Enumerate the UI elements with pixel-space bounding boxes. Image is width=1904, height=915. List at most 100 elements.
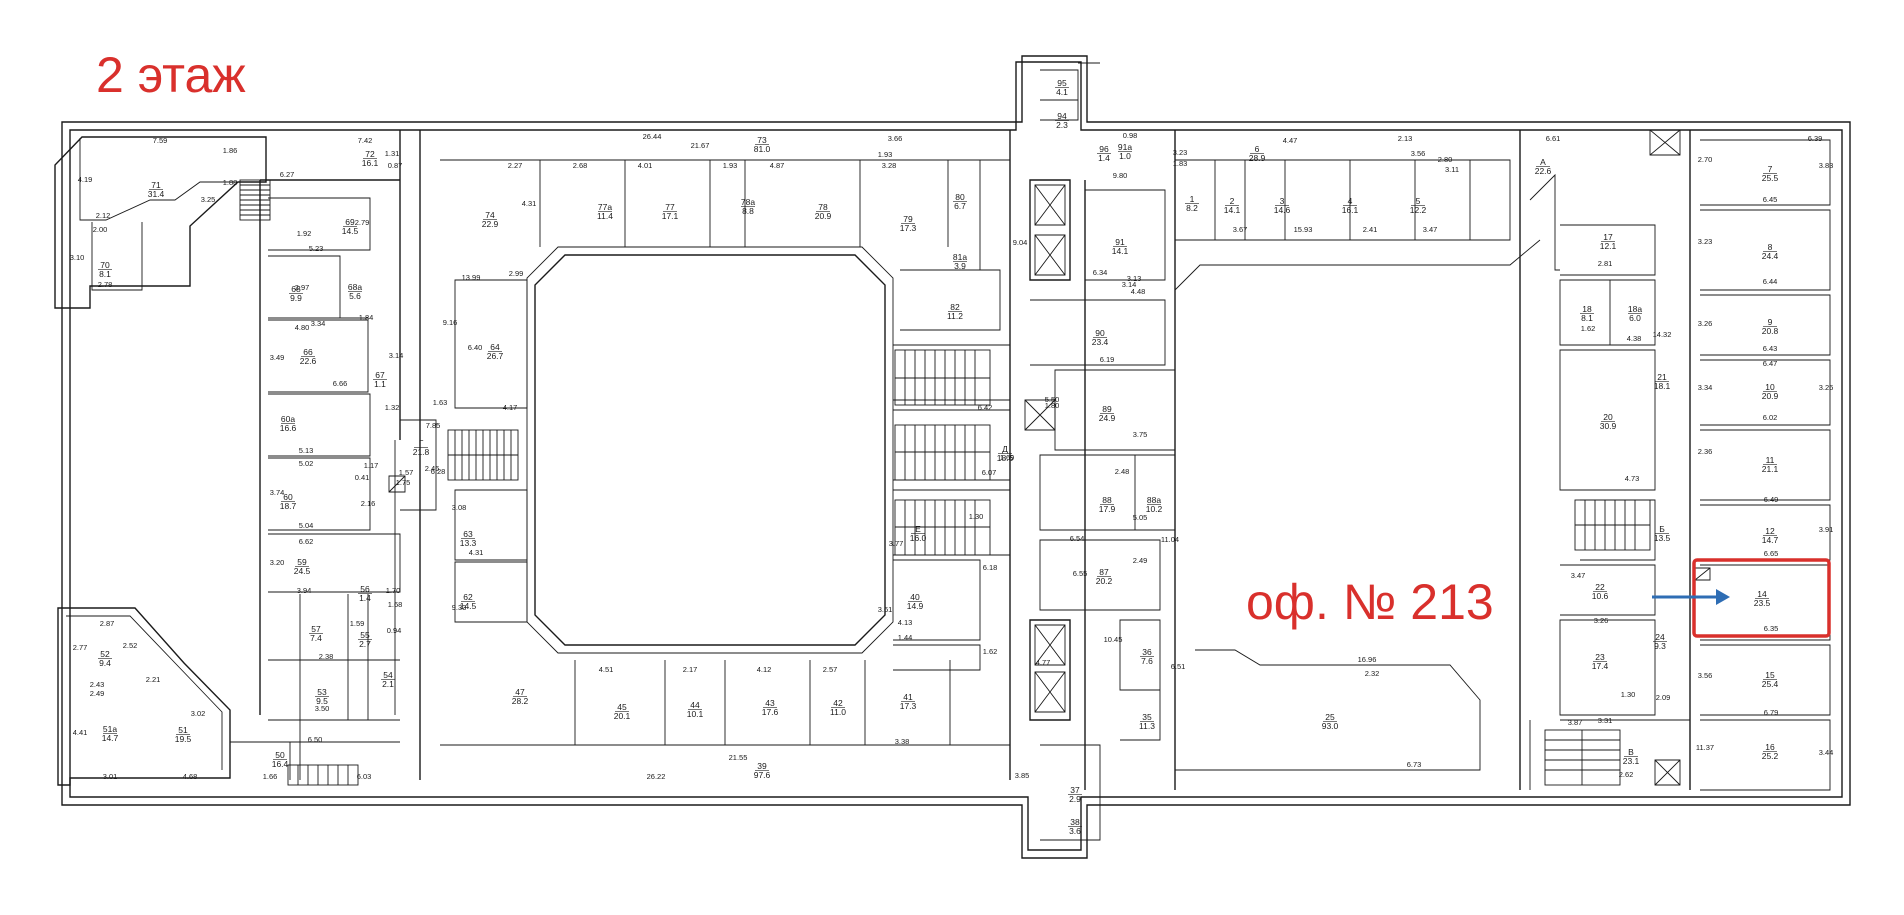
room-area: 9.5 [316,696,328,706]
room-number: 56 [360,584,370,594]
room-area: 17.3 [900,701,917,711]
room-area: 14.1 [1224,205,1241,215]
dimension-label: 2.48 [1115,467,1130,476]
room-number: 57 [311,624,321,634]
dimension-label: 2.36 [1698,447,1713,456]
room-number: 42 [833,698,843,708]
dimension-label: 26.44 [643,132,662,141]
room-area: 2.9 [1069,794,1081,804]
dimension-label: 11.37 [1696,743,1714,752]
dimension-label: 10.45 [1104,635,1123,644]
room-area: 16.1 [362,158,379,168]
room-number: В [1628,747,1634,757]
dimension-label: 2.52 [123,641,138,650]
room-number: 44 [690,700,700,710]
room-number: 59 [297,557,307,567]
room-area: 21.8 [413,447,430,457]
dimension-label: 3.10 [70,253,85,262]
room-area: 14.9 [907,601,924,611]
room-number: 35 [1142,712,1152,722]
dimension-label: 2.13 [1398,134,1413,143]
room-number: 15 [1765,670,1775,680]
room-area: 20.2 [1096,576,1113,586]
dimension-label: 5.05 [1133,513,1148,522]
room-area: 8.1 [99,269,111,279]
dimension-label: 2.97 [295,283,310,292]
dimension-label: 2.62 [1619,770,1634,779]
room-area: 17.1 [662,211,679,221]
dimension-label: 3.83 [1819,161,1834,170]
floor-title: 2 этаж [96,47,246,103]
room-area: 8.2 [1186,203,1198,213]
dimension-label: 2.12 [96,211,111,220]
room-area: 11.3 [1139,721,1155,731]
room-number: 1 [1190,194,1195,204]
room-number: 43 [765,698,775,708]
room-area: 21.1 [1762,464,1779,474]
room-number: 68 [291,284,301,294]
room-area: 25.5 [1762,173,1779,183]
room-area: 26.7 [487,351,504,361]
dimension-labels: 7.594.192.122.003.102.781.861.886.277.42… [70,131,1834,781]
dimension-label: 5.02 [299,459,314,468]
dimension-label: 2.78 [98,280,113,289]
room-number: Е [915,524,921,534]
dimension-label: 9.04 [1013,238,1028,247]
dimension-label: 9.16 [443,318,458,327]
room-number: 68а [348,282,362,292]
room-area: 25.4 [1762,679,1779,689]
room-number: А [1540,157,1546,167]
dimension-label: 1.80 [1045,401,1060,410]
room-area: 18.6 [997,453,1014,463]
room-number: 37 [1070,785,1080,795]
room-number: 51 [178,725,188,735]
dimension-label: 4.80 [295,323,310,332]
room-area: 22.6 [1535,166,1552,176]
dimension-label: 6.49 [1764,495,1779,504]
room-number: Б [1659,524,1665,534]
dimension-label: 6.03 [357,772,372,781]
dimension-label: 5.23 [309,244,324,253]
room-number: 55 [360,630,370,640]
dimension-label: 14.32 [1653,330,1672,339]
room-number: 7 [1768,164,1773,174]
room-area: 23.5 [1754,598,1771,608]
room-number: 74 [485,210,495,220]
room-area: 4.1 [1056,87,1068,97]
dimension-label: 4.68 [183,772,198,781]
dimension-label: 3.75 [1133,430,1148,439]
room-area: 6.7 [954,201,966,211]
dimension-label: 3.11 [1445,165,1459,174]
room-area: 3.6 [1069,826,1081,836]
room-number: 40 [910,592,920,602]
room-number: 12 [1765,526,1775,536]
dimension-label: 2.32 [1365,669,1380,678]
central-block-walls [419,130,1011,780]
room-area: 8.1 [1581,313,1593,323]
room-area: 6.0 [1629,313,1641,323]
room-area: 81.0 [754,144,771,154]
office-arrow-icon [1652,589,1730,605]
room-area: 22.9 [482,219,499,229]
room-area: 18.1 [1654,381,1671,391]
room-area: 10.2 [1146,504,1163,514]
dimension-label: 6.62 [299,537,314,546]
room-area: 23.4 [1092,337,1109,347]
dimension-label: 11.04 [1161,535,1179,544]
room-number: 87 [1099,567,1109,577]
dimension-label: 4.19 [78,175,93,184]
dimension-label: 2.21 [146,675,161,684]
room-area: 23.1 [1623,756,1640,766]
dimension-label: 1.75 [396,478,411,487]
staircase-right-bottom [1544,729,1621,786]
room-number: 96 [1099,144,1109,154]
room-number: 50 [275,750,285,760]
room-area: 1.4 [359,593,371,603]
dimension-label: 3.50 [315,704,330,713]
room-number: 6 [1255,144,1260,154]
dimension-label: 4.47 [1283,136,1298,145]
dimension-label: 6.79 [1764,708,1779,717]
dimension-label: 3.20 [270,558,285,567]
staircase-left-mid [447,429,519,481]
